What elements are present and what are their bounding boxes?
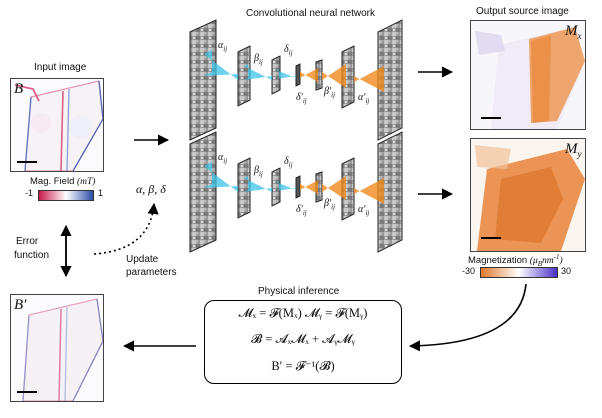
- physical-inference-title: Physical inference: [258, 286, 340, 297]
- cnn-bottom-output-layer: [377, 131, 403, 253]
- cnn-title: Convolutional neural network: [246, 8, 375, 19]
- physical-inference-box: [204, 300, 402, 384]
- output-my-image: My: [470, 138, 586, 252]
- params-label: α, β, δ: [136, 182, 166, 196]
- label-bottom-delta: δij: [284, 156, 293, 169]
- kernel-top-beta-prime: [322, 64, 346, 88]
- input-image: B: [10, 78, 104, 172]
- output-mx-label: Mx: [565, 23, 582, 41]
- cnn-bottom-layer3: [271, 167, 281, 207]
- cnn-top-layer2: [237, 45, 251, 107]
- arrow-my-to-inference: [408, 283, 527, 352]
- output-title: Output source image: [476, 6, 569, 17]
- cnn-bottom-layer6: [341, 157, 355, 221]
- kernel-bottom-alpha-prime: [354, 178, 384, 204]
- output-mx-map: [471, 21, 585, 129]
- cnn-top-output-layer: [377, 19, 403, 141]
- cnn-bottom-network: [189, 131, 403, 253]
- cnn-top-layer3: [271, 55, 281, 95]
- my-scale-bar: [481, 237, 501, 239]
- equation-fourier-m: 𝓜ₓ = 𝓕(Mₓ) 𝓜ᵧ = 𝓕(Mᵧ): [238, 306, 368, 320]
- output-mx-image: Mx: [470, 20, 586, 130]
- update-parameters-line1: Update: [126, 254, 159, 265]
- label-top-delta: δij: [284, 44, 293, 57]
- mag-field-min: -1: [25, 188, 34, 198]
- label-bottom-alpha-prime: α′ij: [358, 204, 370, 217]
- reconstructed-image: B′: [10, 294, 104, 402]
- kernel-top-beta: [244, 64, 272, 80]
- input-title: Input image: [34, 62, 87, 73]
- equation-field-sum: 𝓑 = 𝓐ₓ𝓜ₓ + 𝓐ᵧ𝓜ᵧ: [251, 332, 355, 346]
- label-top-delta-prime: δ′ij: [296, 92, 307, 105]
- mag-field-label: Mag. Field (mT): [30, 176, 96, 187]
- label-top-alpha: αij: [218, 40, 228, 53]
- kernel-bottom-delta: [276, 181, 296, 191]
- reconstructed-b-label: B′: [14, 297, 27, 313]
- error-function-label-line2: function: [14, 250, 50, 261]
- label-bottom-beta-prime: β′ij: [324, 198, 336, 211]
- reconstructed-scale-bar: [17, 391, 37, 393]
- cnn-top-layer6: [341, 45, 355, 109]
- kernel-top-delta: [276, 69, 296, 79]
- kernel-top-alpha: [204, 50, 238, 80]
- kernel-bottom-beta-prime: [322, 176, 346, 200]
- magnetization-label: Magnetization (μBnm-1): [468, 253, 563, 269]
- label-top-beta-prime: β′ij: [324, 86, 336, 99]
- output-my-label: My: [565, 141, 582, 159]
- reconstructed-field-map: [11, 295, 103, 401]
- label-bottom-delta-prime: δ′ij: [296, 204, 307, 217]
- input-scale-bar: [17, 161, 37, 163]
- arrow-update-parameters: [93, 202, 159, 255]
- cnn-bottom-layer2: [237, 157, 251, 219]
- cnn-bottom-bottleneck: [295, 175, 301, 199]
- label-top-alpha-prime: α′ij: [358, 92, 370, 105]
- cnn-top-bottleneck: [295, 63, 301, 87]
- cnn-top-network: [189, 19, 403, 141]
- mag-field-colorbar: [38, 190, 94, 201]
- mag-field-max: 1: [98, 188, 104, 198]
- magnetization-max: 30: [561, 266, 572, 276]
- kernel-bottom-delta-prime: [300, 180, 318, 194]
- kernel-top-alpha-prime: [354, 66, 384, 92]
- mx-scale-bar: [481, 117, 501, 119]
- error-function-label-line1: Error: [16, 236, 39, 247]
- cnn-top-input-layer: [189, 19, 217, 141]
- kernel-top-delta-prime: [300, 68, 318, 82]
- update-parameters-line2: parameters: [126, 267, 177, 278]
- input-field-map: [11, 79, 103, 171]
- kernel-bottom-beta: [244, 176, 272, 192]
- output-my-map: [471, 139, 585, 251]
- kernel-bottom-alpha: [204, 162, 238, 192]
- magnetization-min: -30: [462, 266, 476, 276]
- equation-inverse-fourier: B′ = 𝓕⁻¹(𝓑): [271, 359, 335, 373]
- cnn-bottom-input-layer: [189, 131, 217, 253]
- label-bottom-alpha: αij: [218, 152, 228, 165]
- input-b-label: B: [14, 81, 24, 97]
- magnetization-colorbar: [480, 267, 558, 278]
- label-bottom-beta: βij: [254, 165, 263, 178]
- label-top-beta: βij: [254, 53, 263, 66]
